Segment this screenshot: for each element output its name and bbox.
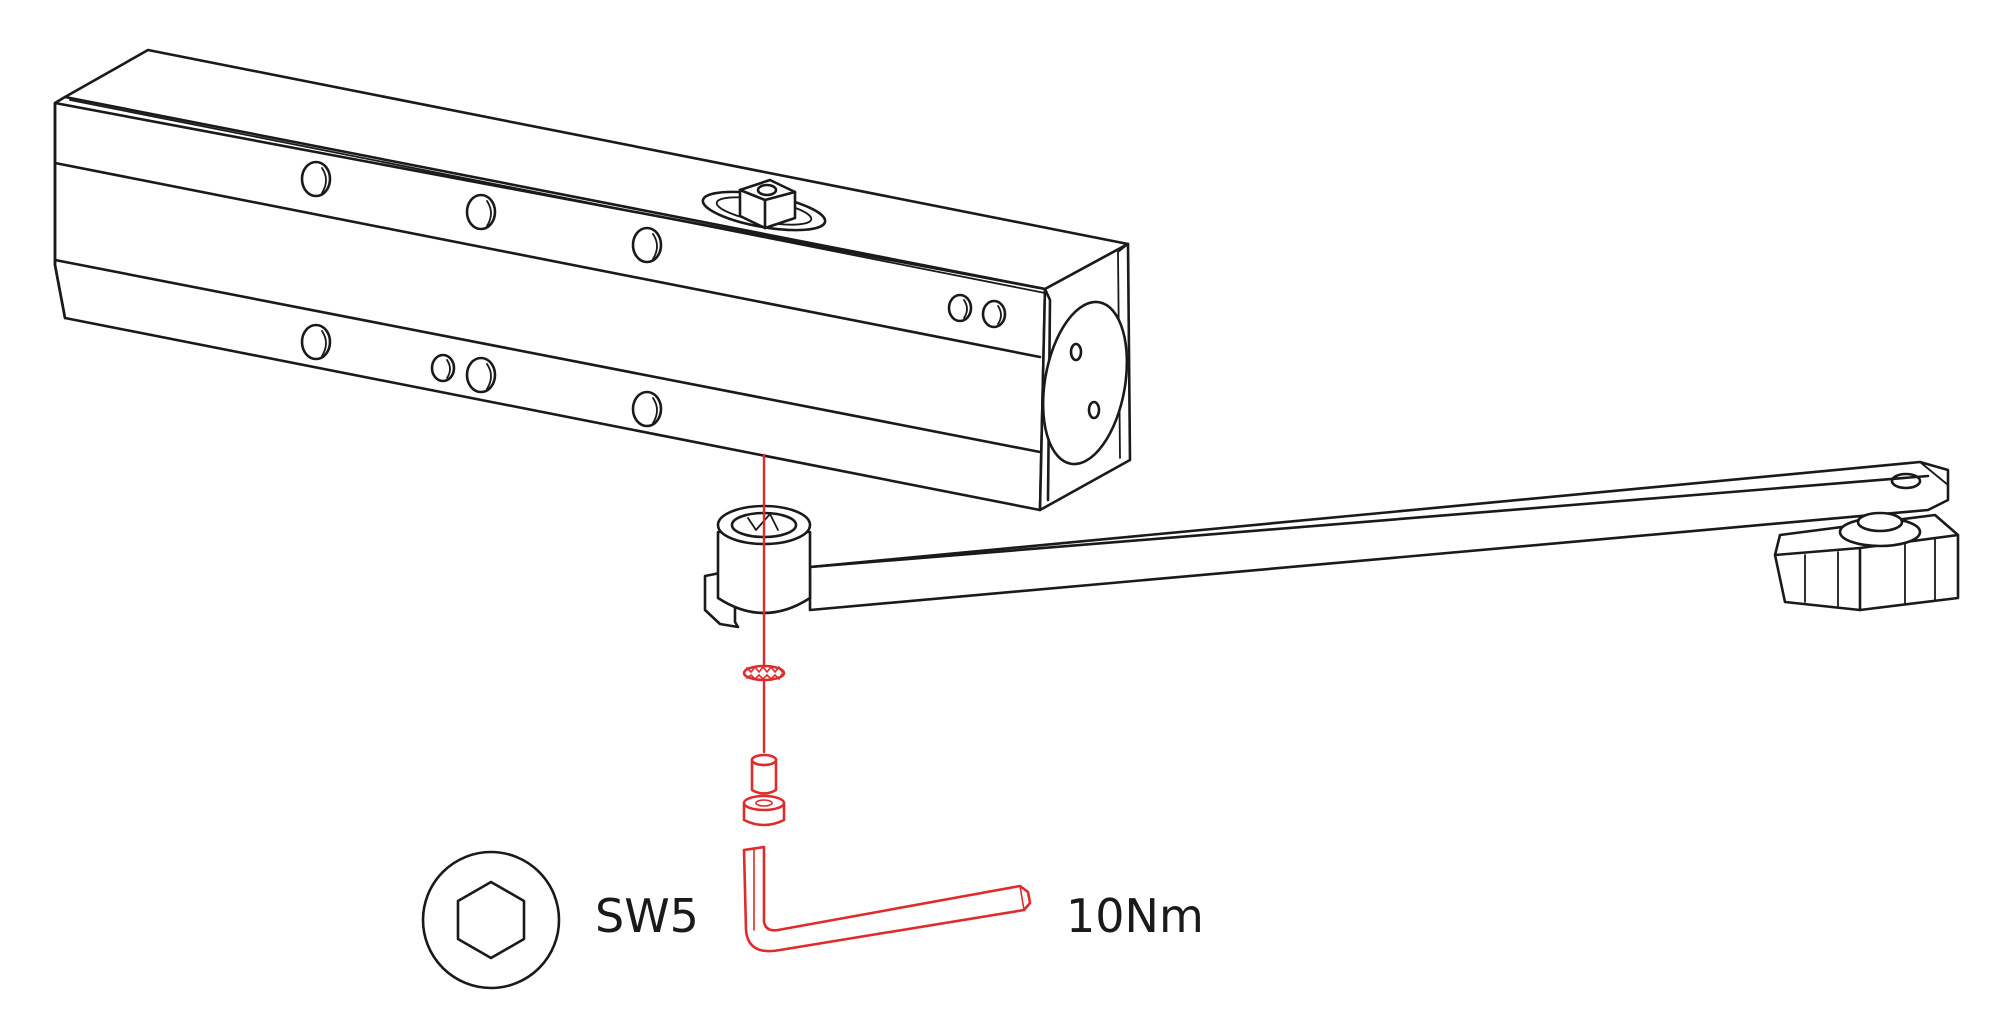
top-adjustment-nut xyxy=(701,178,827,232)
wrench-size-label: SW5 xyxy=(595,889,699,943)
screw-holes xyxy=(300,160,1007,428)
allen-key-icon xyxy=(742,845,1032,953)
socket-head-screw xyxy=(742,753,786,827)
lock-washer xyxy=(742,664,786,682)
hex-socket-icon xyxy=(421,850,561,990)
arm-bracket xyxy=(1773,511,1960,612)
closer-arm xyxy=(703,460,1960,629)
end-cap xyxy=(1041,300,1129,466)
arm-socket xyxy=(703,504,812,629)
torque-label: 10Nm xyxy=(1066,889,1204,943)
fastener-parts xyxy=(742,453,1032,953)
door-closer-body xyxy=(53,48,1132,512)
